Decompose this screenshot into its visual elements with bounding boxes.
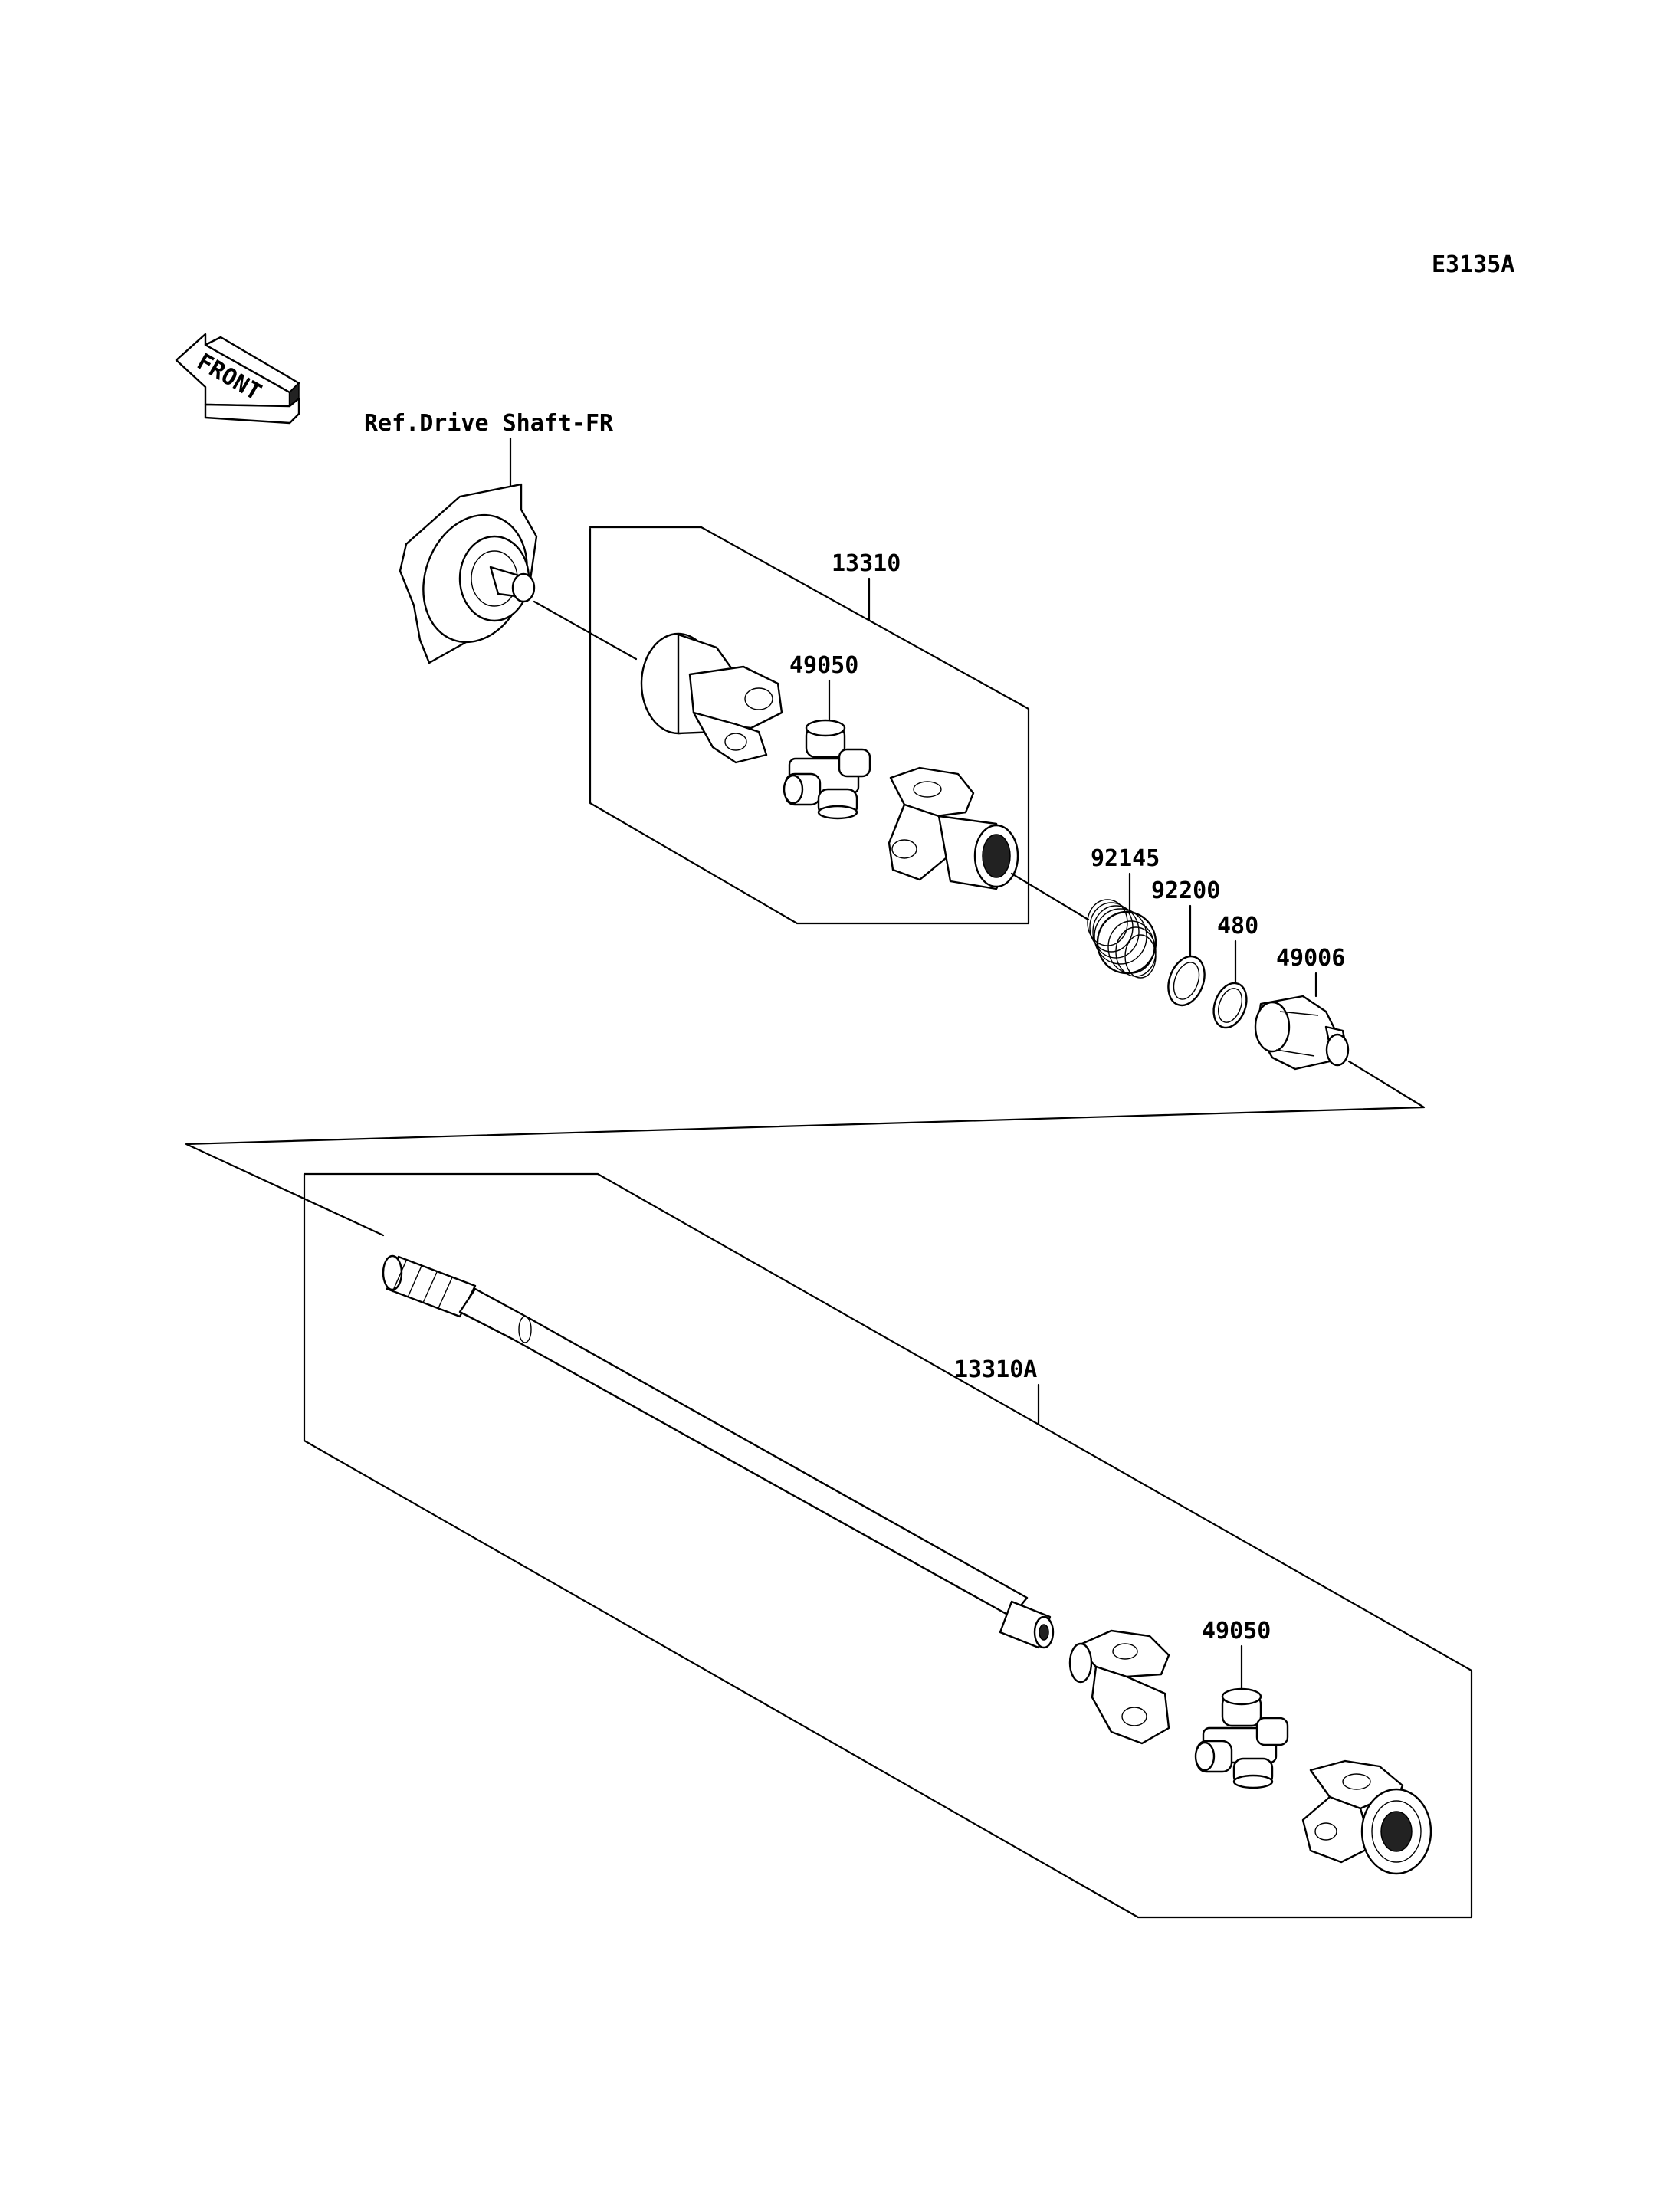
callout-92145: 92145: [1091, 845, 1160, 872]
washer-92200: [1167, 955, 1206, 1007]
sliding-yoke-upper: [888, 766, 1019, 890]
spring-92145: [1087, 899, 1157, 979]
flange-yoke-upper: [640, 632, 783, 764]
assembly-box-13310-top: [589, 526, 1030, 925]
callout-13310A: 13310A: [954, 1356, 1037, 1383]
callout-13310: 13310: [832, 550, 901, 577]
front-drive-shaft-flange: [399, 483, 538, 664]
front-arrow-icon: FRONT: [175, 333, 300, 425]
assembly-box-13310-bottom: [589, 527, 1030, 925]
universal-joint-lower: [1194, 1687, 1289, 1789]
callout-92200: 92200: [1151, 877, 1220, 904]
callout-49050-lower: 49050: [1202, 1618, 1271, 1644]
connector-line: [185, 1060, 1426, 1237]
ref-label: Ref.Drive Shaft-FR: [364, 410, 614, 437]
yoke-lower: [1068, 1629, 1170, 1745]
callout-480: 480: [1217, 913, 1258, 939]
callout-49050-upper: 49050: [789, 652, 858, 679]
callout-49006: 49006: [1276, 945, 1345, 972]
end-yoke-lower: [1301, 1759, 1432, 1875]
shaft-centerline-middle: [1010, 872, 1090, 921]
drive-shaft-long: [382, 1254, 1055, 1649]
circlip-480: [1212, 982, 1248, 1029]
shaft-centerline-top: [533, 600, 638, 661]
boot-49006: [1254, 995, 1350, 1071]
diagram-code: E3135A: [1432, 251, 1514, 278]
assembly-box-13310A: [303, 1172, 1473, 1919]
universal-joint-upper: [783, 719, 871, 820]
